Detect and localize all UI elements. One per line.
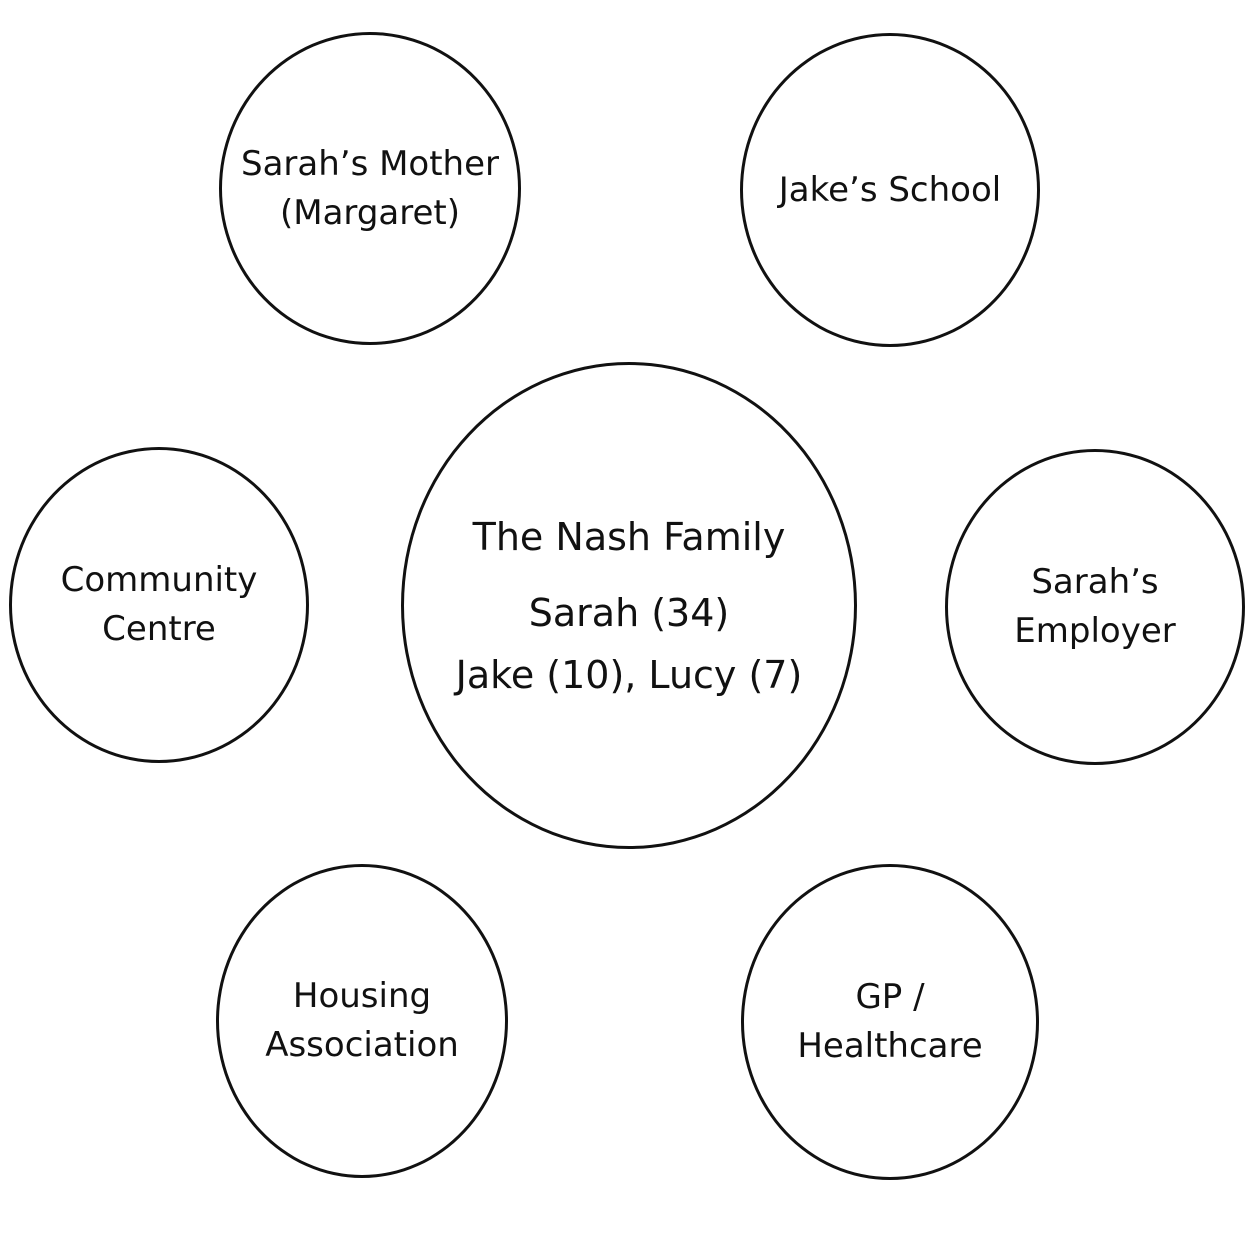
- node-housing-association: Housing Association: [216, 864, 508, 1178]
- node-label: Jake’s School: [778, 169, 1002, 210]
- node-label: Housing: [292, 976, 432, 1016]
- node-sarahs-employer: Sarah’s Employer: [945, 449, 1245, 765]
- family-parent: Sarah (34): [528, 590, 730, 635]
- node-label: Sarah’s Mother: [240, 143, 500, 184]
- node-label: Healthcare: [797, 1026, 983, 1066]
- center-node-family: The Nash Family Sarah (34) Jake (10), Lu…: [401, 362, 857, 849]
- node-community-centre: Community Centre: [9, 447, 309, 763]
- node-label: Community: [60, 560, 258, 600]
- node-label: Employer: [1014, 611, 1176, 651]
- node-label: Association: [265, 1025, 459, 1065]
- node-label: (Margaret): [280, 192, 460, 233]
- node-label: GP /: [855, 977, 925, 1017]
- family-title: The Nash Family: [472, 514, 786, 559]
- family-children: Jake (10), Lucy (7): [455, 652, 803, 697]
- node-label: Sarah’s: [1031, 562, 1159, 602]
- node-sarahs-mother: Sarah’s Mother (Margaret): [219, 32, 521, 345]
- node-jakes-school: Jake’s School: [740, 33, 1040, 347]
- node-label: Centre: [102, 609, 216, 649]
- node-gp-healthcare: GP / Healthcare: [741, 864, 1039, 1180]
